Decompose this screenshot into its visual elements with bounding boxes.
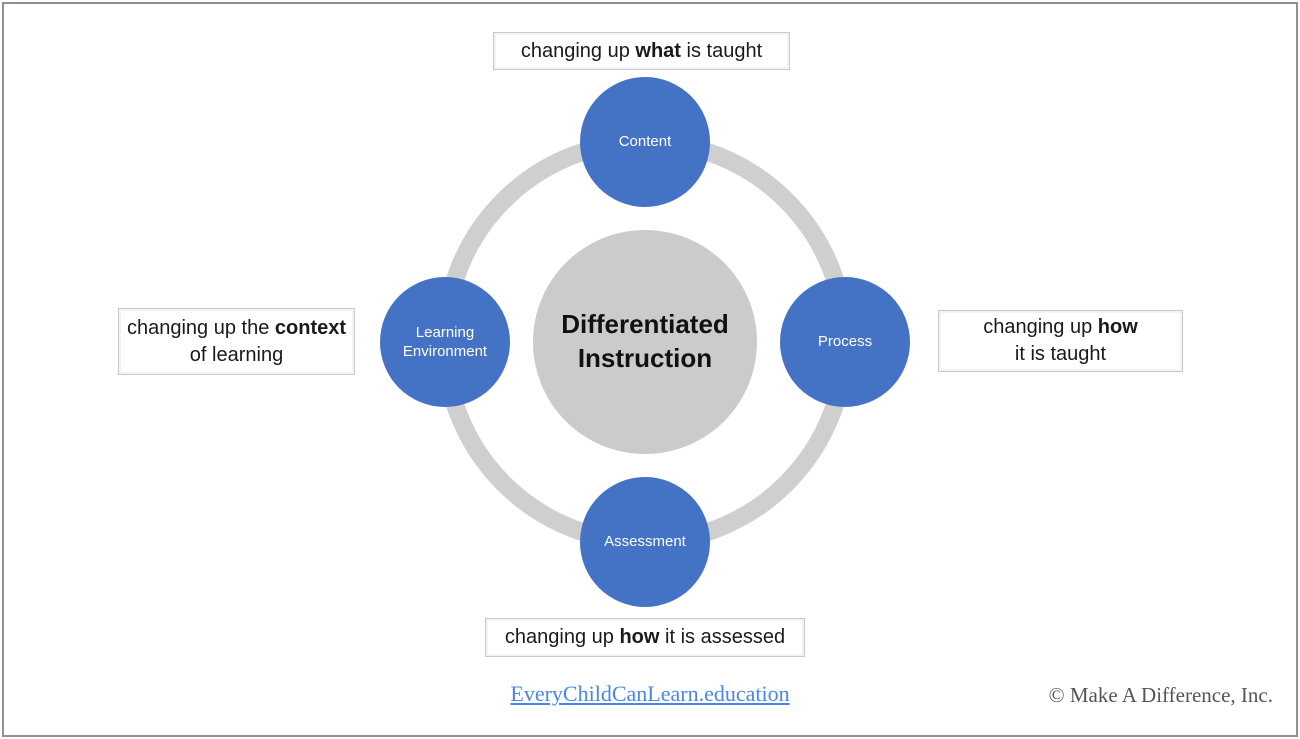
callout-content-bold: what	[635, 39, 681, 62]
node-learning-environment: Learning Environment	[380, 277, 510, 407]
node-process-label: Process	[817, 333, 873, 351]
callout-assessment-bold: how	[619, 626, 660, 648]
callout-learning-environment-bold: context	[274, 316, 347, 339]
website-link[interactable]: EveryChildCanLearn.education	[510, 681, 790, 706]
callout-assessment-text: changing up how it is assessed	[505, 624, 785, 651]
callout-process: changing up how it is taught	[938, 310, 1183, 372]
callout-process-pre: changing up	[983, 316, 1098, 338]
node-process: Process	[780, 277, 910, 407]
center-title-line2: Instruction	[577, 343, 713, 373]
center-title: Differentiated Instruction	[561, 308, 729, 376]
callout-content-post: is taught	[680, 39, 763, 62]
callout-learning-environment-pre: changing up the	[126, 316, 275, 339]
node-learning-environment-label: Learning Environment	[402, 323, 488, 361]
callout-learning-environment: changing up the context of learning	[118, 308, 355, 375]
callout-assessment-pre: changing up	[504, 626, 620, 648]
center-title-line1: Differentiated	[561, 309, 729, 340]
callout-assessment-post: it is assessed	[659, 626, 786, 648]
callout-process-text-line1: changing up how	[983, 314, 1138, 341]
node-assessment-label: Assessment	[604, 533, 686, 551]
footer: EveryChildCanLearn.education	[0, 681, 1300, 707]
callout-content: changing up what is taught	[493, 32, 790, 70]
callout-assessment: changing up how it is assessed	[485, 618, 805, 657]
node-content-label: Content	[618, 133, 672, 151]
callout-learning-environment-text-line1: changing up the context	[127, 315, 346, 342]
callout-process-text-line2: it is taught	[1014, 343, 1107, 365]
center-circle: Differentiated Instruction	[533, 230, 757, 454]
callout-content-pre: changing up	[520, 39, 636, 62]
node-assessment: Assessment	[580, 477, 710, 607]
copyright-text: © Make A Difference, Inc.	[1048, 683, 1273, 707]
node-content: Content	[580, 77, 710, 207]
callout-learning-environment-text-line2: of learning	[189, 343, 284, 366]
callout-content-text: changing up what is taught	[521, 38, 762, 65]
callout-process-bold: how	[1097, 316, 1138, 338]
